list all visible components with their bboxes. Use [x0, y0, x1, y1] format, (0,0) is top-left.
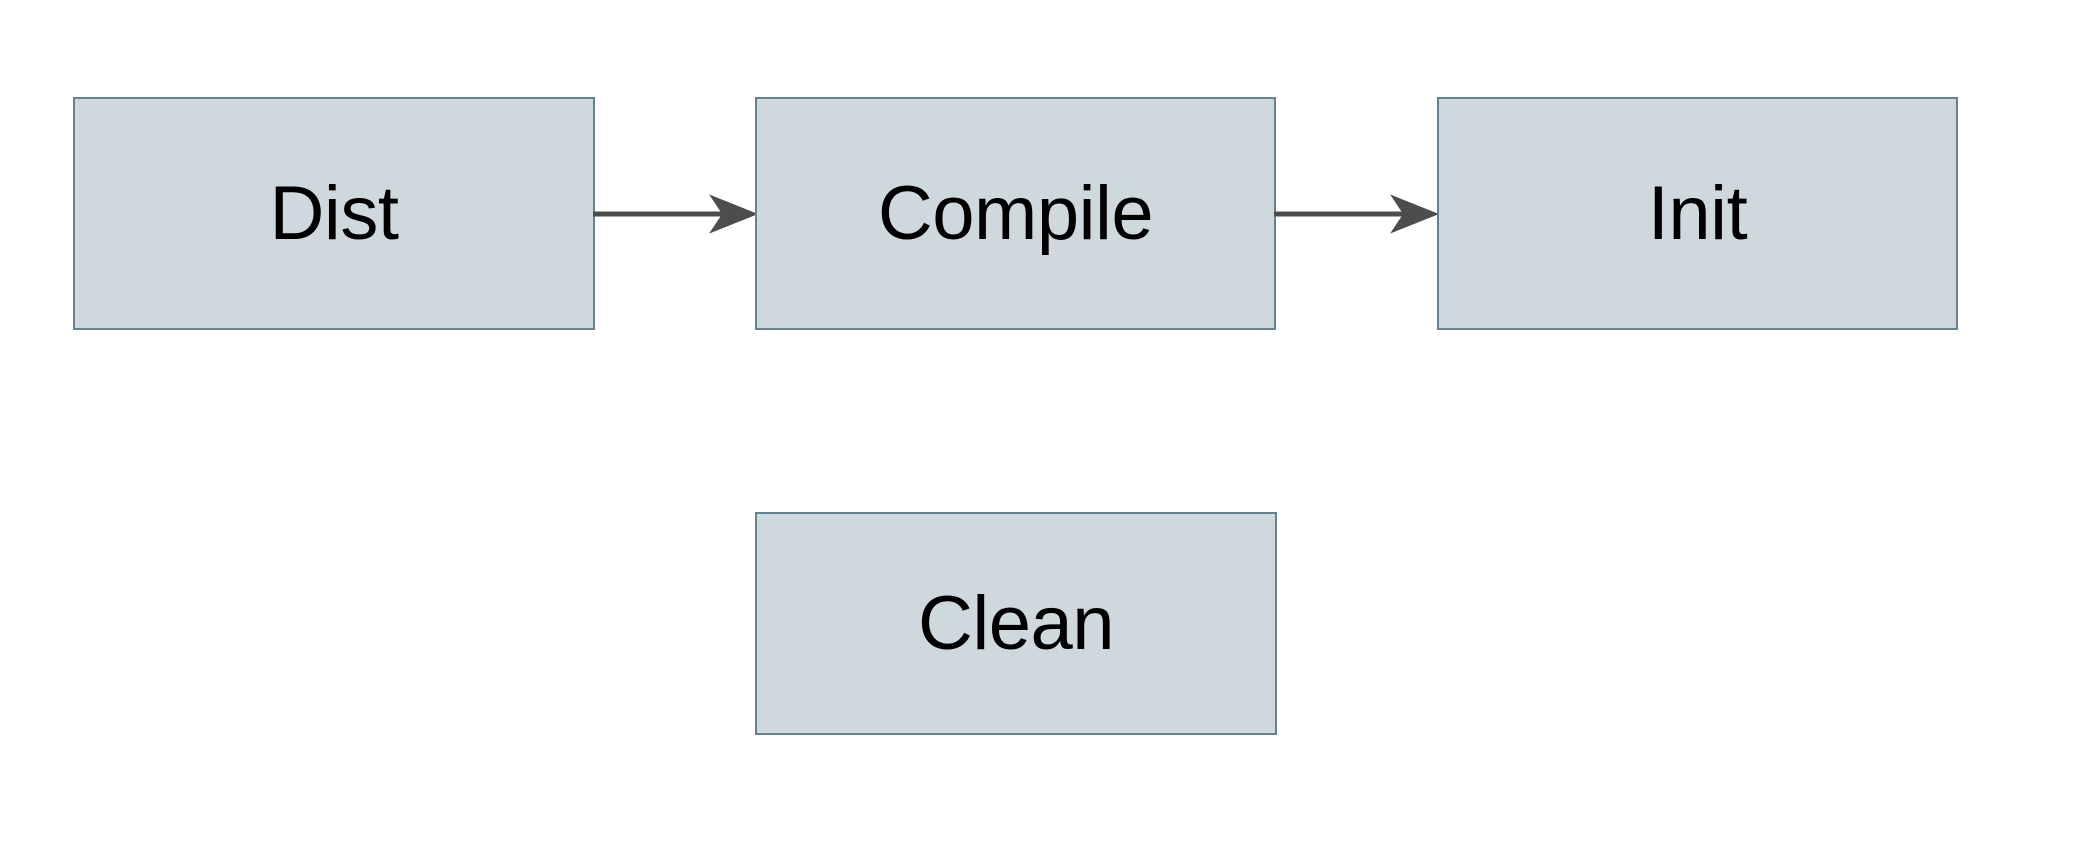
edge-dist-to-compile[interactable] — [593, 190, 759, 238]
node-init-label: Init — [1647, 170, 1748, 256]
edge-compile-to-init[interactable] — [1274, 190, 1440, 238]
node-dist[interactable]: Dist — [73, 97, 595, 330]
node-init[interactable]: Init — [1437, 97, 1958, 330]
node-clean-label: Clean — [917, 580, 1115, 666]
node-compile[interactable]: Compile — [755, 97, 1276, 330]
arrow-dist-to-compile-icon — [593, 194, 759, 234]
node-clean[interactable]: Clean — [755, 512, 1277, 735]
node-dist-label: Dist — [269, 170, 399, 256]
arrow-compile-to-init-icon — [1274, 194, 1440, 234]
node-compile-label: Compile — [877, 170, 1154, 256]
